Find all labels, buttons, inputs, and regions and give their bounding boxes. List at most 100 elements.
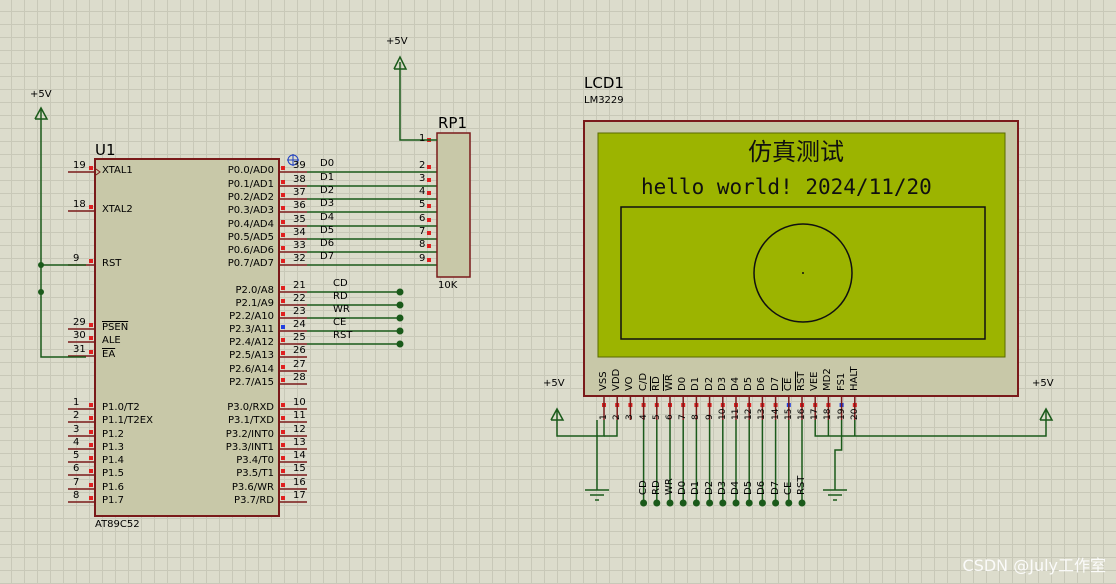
- u1-pin-pad: [89, 496, 93, 500]
- u1-pin-name: P3.0/RXD: [227, 402, 274, 413]
- rp1-pin-number: 7: [419, 226, 426, 237]
- rp1-pin-number: 1: [419, 133, 426, 144]
- rail-lcd-vdd: [556, 410, 605, 437]
- lcd-bus-label: WR: [664, 478, 675, 495]
- net-terminal: [745, 499, 753, 507]
- u1-pin-number: 6: [73, 463, 80, 474]
- net-terminal: [798, 499, 806, 507]
- net-terminal: [653, 499, 661, 507]
- u1-pin-number: 18: [73, 199, 86, 210]
- u1-pin-number: 25: [293, 332, 306, 343]
- u1-pin-number: 33: [293, 240, 306, 251]
- u1-pin-pad: [281, 246, 285, 250]
- rp1-pin-number: 6: [419, 213, 426, 224]
- u1-pin-pad: [89, 416, 93, 420]
- lcd-pin-name: D5: [743, 376, 755, 391]
- lcd-pin-number: 19: [836, 408, 847, 420]
- net-terminal: [396, 314, 404, 322]
- net-terminal: [396, 327, 404, 335]
- u1-pin-number: 13: [293, 437, 306, 448]
- u1-pin-name: P1.2: [102, 429, 124, 440]
- u1-ref: U1: [95, 141, 116, 159]
- u1-pin-number: 35: [293, 214, 306, 225]
- u1-pin-number: 24: [293, 319, 306, 330]
- net-terminal: [772, 499, 780, 507]
- rp1-pin-number: 9: [419, 253, 426, 264]
- net-label: D5: [320, 225, 335, 236]
- u1-pin-number: 4: [73, 437, 80, 448]
- u1-pin-number: 38: [293, 174, 306, 185]
- u1-pin-name: P3.1/TXD: [228, 415, 274, 426]
- rp1-pin-number: 5: [419, 199, 426, 210]
- rp1-pin-pad: [427, 191, 431, 195]
- u1-pin-number: 11: [293, 410, 306, 421]
- net-terminal: [640, 499, 648, 507]
- rp1-pin-pad: [427, 178, 431, 182]
- lcd-pin-number: 1: [599, 414, 609, 420]
- lcd-pin-name: RD: [650, 376, 662, 391]
- u1-pin-name: P0.3/AD3: [227, 205, 274, 216]
- net-label: D3: [320, 198, 335, 209]
- u1-pin-number: 12: [293, 424, 306, 435]
- u1-pin-name: ALE: [102, 335, 121, 346]
- u1-pin-number: 29: [73, 317, 86, 328]
- u1-pin-pad: [281, 456, 285, 460]
- lcd-bus-label: D5: [743, 480, 755, 495]
- u1-pin-name: P2.2/A10: [229, 311, 274, 322]
- u1-pin-pad: [281, 299, 285, 303]
- watermark: CSDN @July工作室: [962, 556, 1106, 575]
- lcd-pin-name: RST: [796, 371, 807, 391]
- u1-pin-pad: [89, 350, 93, 354]
- power-label-lcd-right: +5V: [1032, 378, 1054, 389]
- lcd-screen-line: hello world! 2024/11/20: [641, 175, 932, 199]
- power-label-rp1: +5V: [386, 36, 408, 47]
- lcd-pin-name: CE: [782, 377, 794, 391]
- u1-pin-number: 37: [293, 187, 306, 198]
- u1-pin-pad: [281, 365, 285, 369]
- u1-pin-number: 8: [73, 490, 80, 501]
- u1-pin-pad: [281, 416, 285, 420]
- lcd-bus-label: D3: [716, 480, 728, 495]
- u1-pin-number: 17: [293, 490, 306, 501]
- u1-pin-name: XTAL1: [102, 165, 133, 176]
- lcd-pin-number: 17: [810, 408, 821, 420]
- lcd-pin-name: D4: [730, 376, 741, 391]
- rp1-pin-pad: [427, 244, 431, 248]
- u1-pin-number: 14: [293, 450, 306, 461]
- lcd-bus-label: D4: [730, 480, 741, 495]
- u1-pin-number: 5: [73, 450, 80, 461]
- lcd-pin-name: D0: [677, 376, 689, 391]
- u1-pin-name: PSEN: [102, 322, 129, 333]
- lcd-bus-label: D0: [677, 480, 689, 495]
- lcd-pin-number: 3: [625, 414, 636, 420]
- u1-pin-pad: [89, 259, 93, 263]
- u1-pin-name: P1.6: [102, 482, 124, 493]
- u1-pin-pad: [281, 403, 285, 407]
- lcd-pin-name: VSS: [598, 371, 609, 391]
- u1-pin-number: 34: [293, 227, 306, 238]
- net-label: CD: [333, 278, 348, 289]
- lcd-pin-name: D1: [690, 376, 702, 391]
- u1-pin-pad: [89, 336, 93, 340]
- u1-pin-name: P2.3/A11: [229, 324, 274, 335]
- u1-pin-name: XTAL2: [102, 204, 133, 215]
- net-terminal: [719, 499, 727, 507]
- u1-pin-name: P3.6/WR: [231, 482, 274, 493]
- power-arrow-lcd-left: [550, 407, 565, 421]
- lcd-pin-number: 10: [717, 408, 728, 420]
- u1-pin-name: P0.0/AD0: [227, 165, 274, 176]
- lcd-pin-number: 14: [770, 408, 781, 420]
- net-label: D4: [320, 212, 335, 223]
- rp1-pin-pad: [427, 165, 431, 169]
- u1-pin-name: P3.7/RD: [234, 495, 274, 506]
- junction-dot: [38, 262, 44, 268]
- u1-pin-number: 23: [293, 306, 306, 317]
- lcd-pin-name: C/D: [637, 372, 649, 391]
- u1-pin-name: EA: [102, 349, 116, 360]
- lcd-screen: [597, 132, 1006, 358]
- u1-pin-pad: [281, 378, 285, 382]
- u1-pin-pad: [281, 338, 285, 342]
- u1-pin-pad: [281, 286, 285, 290]
